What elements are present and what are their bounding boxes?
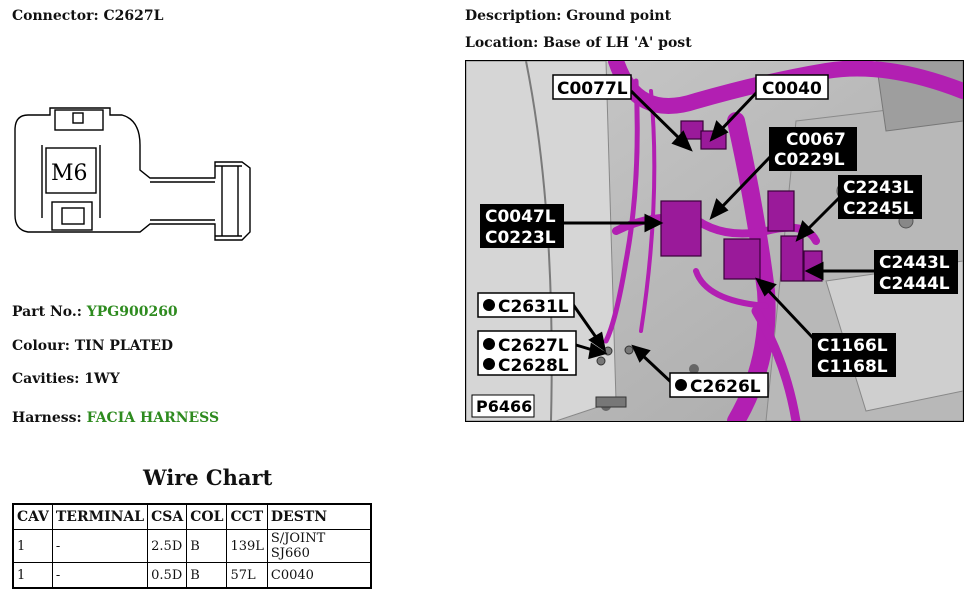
connector-value: C2627L xyxy=(103,8,164,24)
cell-cav: 1 xyxy=(12,562,53,589)
callout-c0047l: C0047L xyxy=(485,207,556,227)
harness-value: FACIA HARNESS xyxy=(86,410,220,426)
callout-c2631l: C2631L xyxy=(498,297,569,317)
callout-c2444l: C2444L xyxy=(879,274,950,294)
callout-c2443l: C2443L xyxy=(879,253,950,273)
description-label: Description: Ground point xyxy=(465,8,672,24)
wire-chart-header-row: CAV TERMINAL CSA COL CCT DESTN xyxy=(12,503,372,530)
col-header-terminal: TERMINAL xyxy=(51,503,149,530)
cell-csa: 2.5D xyxy=(147,529,188,563)
colour-label: Colour: TIN PLATED xyxy=(12,338,174,354)
callout-c0229l: C0229L xyxy=(774,150,845,170)
cell-terminal: - xyxy=(51,529,149,563)
table-row: 1 - 2.5D B 139L S/JOINT SJ660 xyxy=(12,529,372,563)
callout-c0040: C0040 xyxy=(762,79,822,99)
wire-chart-table: CAV TERMINAL CSA COL CCT DESTN 1 - 2.5D … xyxy=(12,503,372,589)
cell-col: B xyxy=(186,529,228,563)
table-row: 1 - 0.5D B 57L C0040 xyxy=(12,562,372,589)
callout-c2626l: C2626L xyxy=(690,377,761,397)
cavities-label: Cavities: 1WY xyxy=(12,371,120,387)
connector-label: Connector: C2627L xyxy=(12,8,164,24)
col-header-csa: CSA xyxy=(147,503,188,530)
part-no-label: Part No.: YPG900260 xyxy=(12,304,178,320)
col-header-cav: CAV xyxy=(12,503,53,530)
callout-c2627l: C2627L xyxy=(498,336,569,356)
col-header-cct: CCT xyxy=(226,503,268,530)
callout-c1168l: C1168L xyxy=(817,357,888,377)
callout-c0067: C0067 xyxy=(786,130,846,150)
cell-col: B xyxy=(186,562,228,589)
callout-c2243l: C2243L xyxy=(843,178,914,198)
cell-cct: 57L xyxy=(226,562,268,589)
wire-chart-title: Wire Chart xyxy=(143,465,273,490)
cell-terminal: - xyxy=(51,562,149,589)
callout-c0077l: C0077L xyxy=(557,79,628,99)
col-header-destn: DESTN xyxy=(266,503,372,530)
location-value: Base of LH 'A' post xyxy=(543,35,692,51)
description-value: Ground point xyxy=(566,8,672,24)
location-photo: C0077L C0040 C0067 C0229L C2243L C2245L … xyxy=(465,60,964,422)
cell-csa: 0.5D xyxy=(147,562,188,589)
part-no-value: YPG900260 xyxy=(86,304,178,320)
location-photo-illustration: C0077L C0040 C0067 C0229L C2243L C2245L … xyxy=(466,61,963,421)
col-header-col: COL xyxy=(186,503,228,530)
terminal-drawing: M6 xyxy=(14,107,251,241)
cell-cct: 139L xyxy=(226,529,268,563)
colour-value: TIN PLATED xyxy=(74,338,174,354)
photo-id: P6466 xyxy=(476,397,532,416)
cavities-value: 1WY xyxy=(84,371,120,387)
callout-c2628l: C2628L xyxy=(498,356,569,376)
harness-label: Harness: FACIA HARNESS xyxy=(12,410,220,426)
callout-c2245l: C2245L xyxy=(843,199,914,219)
cell-cav: 1 xyxy=(12,529,53,563)
stud-label: M6 xyxy=(51,161,88,186)
location-label: Location: Base of LH 'A' post xyxy=(465,35,692,51)
callout-c0223l: C0223L xyxy=(485,228,556,248)
callout-c1166l: C1166L xyxy=(817,336,888,356)
cell-destn: C0040 xyxy=(266,562,372,589)
cell-destn: S/JOINT SJ660 xyxy=(266,529,372,563)
